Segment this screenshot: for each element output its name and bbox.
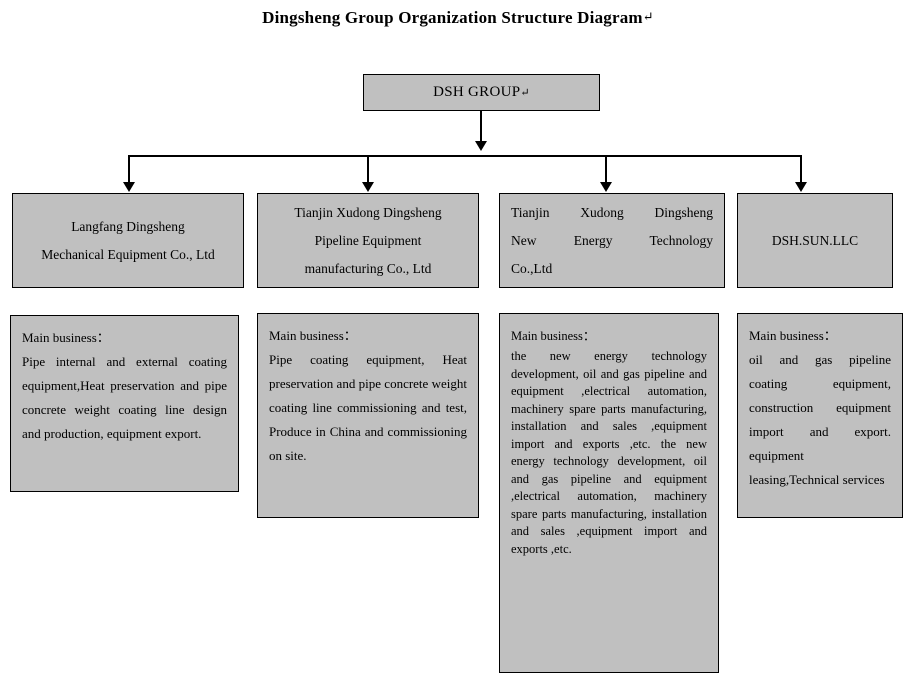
connector-arrow-4 bbox=[795, 182, 807, 192]
description-heading: Main business： bbox=[749, 328, 837, 343]
connector-arrow-2 bbox=[362, 182, 374, 192]
connector-root-stem bbox=[480, 111, 482, 144]
description-heading: Main business： bbox=[22, 330, 110, 345]
node-label-line: Mechanical Equipment Co., Ltd bbox=[41, 246, 215, 262]
node-dsh-sun-llc[interactable]: DSH.SUN.LLC bbox=[737, 193, 893, 288]
connector-root-arrow bbox=[475, 141, 487, 151]
description-heading: Main business： bbox=[269, 328, 357, 343]
node-tianjin-xudong-new-energy[interactable]: Tianjin Xudong Dingsheng New Energy Tech… bbox=[499, 193, 725, 288]
description-new-energy: Main business： the new energy technology… bbox=[499, 313, 719, 673]
connector-drop-4 bbox=[800, 155, 802, 184]
paragraph-return-icon: ↵ bbox=[642, 9, 654, 24]
description-body: oil and gas pipeline coating equipment, … bbox=[749, 352, 891, 487]
node-tianjin-xudong-pipeline[interactable]: Tianjin Xudong Dingsheng Pipeline Equipm… bbox=[257, 193, 479, 288]
node-label-line: Pipeline Equipment bbox=[314, 232, 422, 248]
connector-drop-2 bbox=[367, 155, 369, 184]
node-dsh-group[interactable]: DSH GROUP↵ bbox=[363, 74, 600, 111]
page-title-text: Dingsheng Group Organization Structure D… bbox=[262, 8, 643, 27]
description-langfang: Main business： Pipe internal and externa… bbox=[10, 315, 239, 492]
page-title: Dingsheng Group Organization Structure D… bbox=[0, 8, 916, 28]
node-label-line: Langfang Dingsheng bbox=[71, 218, 185, 234]
node-label-line: New Energy Technology bbox=[511, 232, 713, 248]
node-langfang-dingsheng[interactable]: Langfang Dingsheng Mechanical Equipment … bbox=[12, 193, 244, 288]
node-label-line: Tianjin Xudong Dingsheng bbox=[511, 204, 713, 220]
connector-arrow-1 bbox=[123, 182, 135, 192]
connector-distribution-bar bbox=[128, 155, 802, 157]
connector-drop-3 bbox=[605, 155, 607, 184]
node-dsh-group-label: DSH GROUP bbox=[433, 84, 521, 100]
paragraph-return-icon: ↵ bbox=[520, 87, 530, 99]
connector-arrow-3 bbox=[600, 182, 612, 192]
description-body: Pipe coating equipment, Heat preservatio… bbox=[269, 352, 467, 463]
connector-drop-1 bbox=[128, 155, 130, 184]
description-dsh-sun: Main business： oil and gas pipeline coat… bbox=[737, 313, 903, 518]
node-label-line: manufacturing Co., Ltd bbox=[304, 260, 432, 276]
node-label-line: DSH.SUN.LLC bbox=[771, 232, 859, 248]
description-body: the new energy technology development, o… bbox=[511, 349, 707, 556]
description-pipeline: Main business： Pipe coating equipment, H… bbox=[257, 313, 479, 518]
description-body: Pipe internal and external coating equip… bbox=[22, 354, 227, 441]
node-label-line: Co.,Ltd bbox=[511, 260, 553, 276]
node-label-line: Tianjin Xudong Dingsheng bbox=[294, 204, 442, 220]
description-heading: Main business： bbox=[511, 329, 596, 343]
